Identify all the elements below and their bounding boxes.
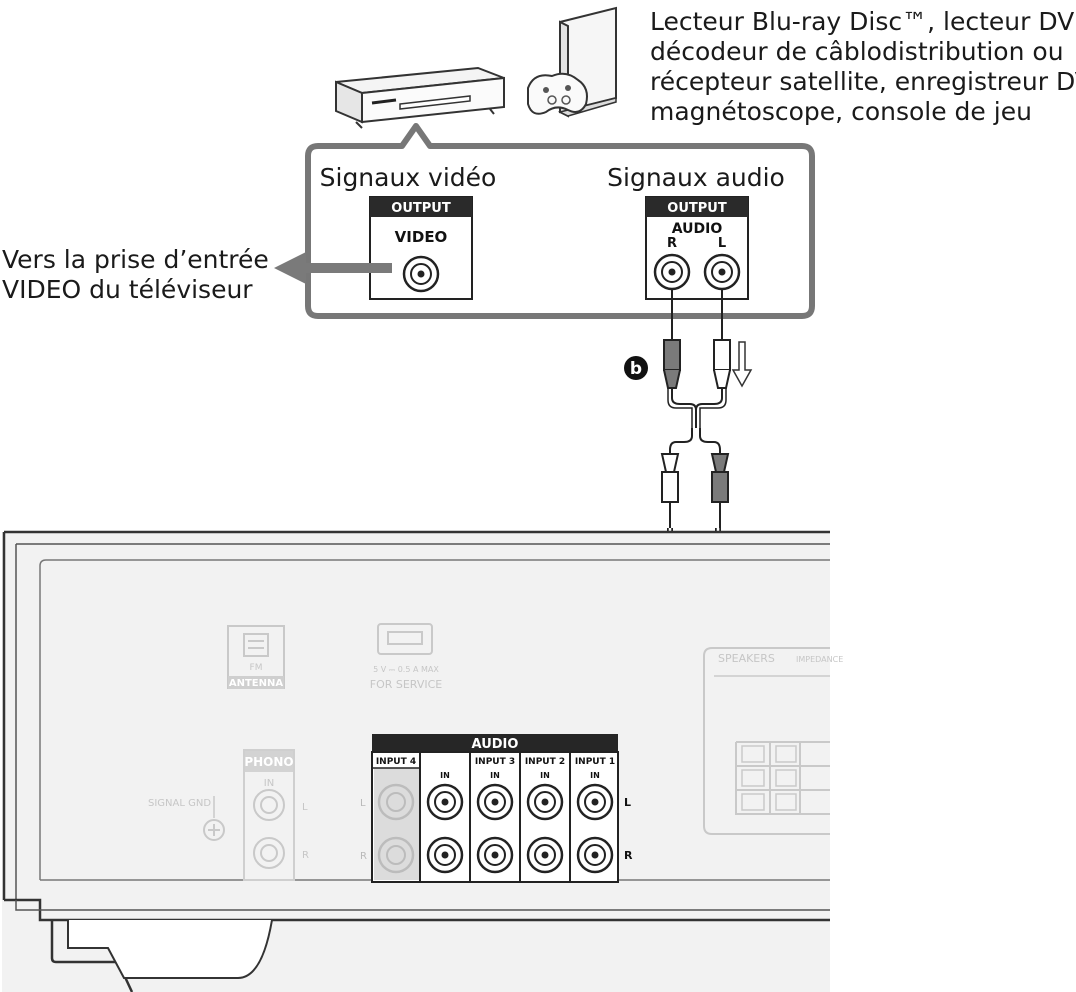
game-console-illustration: [527, 6, 617, 118]
insert-direction-arrow-icon: [731, 341, 753, 388]
audio-output-jack-r: [653, 253, 691, 291]
video-signals-heading: Signaux vidéo: [320, 163, 497, 192]
audio-inputs-block: AUDIO INPUT 4 INPUT 3 INPUT 2 INPUT 1 IN…: [360, 734, 633, 883]
audio-signals-heading: Signaux audio: [607, 163, 785, 192]
usb-rating-label: 5 V ⎓ 0.5 A MAX: [373, 665, 439, 674]
signal-gnd-label: SIGNAL GND: [148, 798, 211, 809]
cable-marker-b: b: [624, 356, 648, 380]
input-1-in-label: IN: [590, 771, 600, 780]
phono-label: PHONO: [244, 755, 293, 769]
tv-arrow-caption-line-2: VIDEO du téléviseur: [2, 275, 253, 304]
signal-ground-terminal: SIGNAL GND: [148, 796, 225, 841]
speakers-terminal-block: SPEAKERS IMPEDANCE: [703, 647, 843, 835]
input-1-label: INPUT 1: [575, 757, 615, 767]
usb-service-label: FOR SERVICE: [370, 678, 443, 691]
input-3-in-label: IN: [490, 771, 500, 780]
phono-in-label: IN: [264, 778, 274, 789]
device-caption-line-3: récepteur satellite, enregistreur DVD,: [650, 67, 1076, 96]
audio-side-l-label: L: [360, 798, 366, 809]
fm-antenna-terminal: FM ANTENNA: [227, 625, 285, 689]
video-output-jack-group: OUTPUT VIDEO: [369, 196, 473, 300]
audio-r-label: R: [667, 236, 677, 251]
usb-service-port: 5 V ⎓ 0.5 A MAX FOR SERVICE: [370, 623, 443, 691]
audio-output-label: OUTPUT: [667, 201, 727, 216]
audio-inputs-header: AUDIO: [472, 737, 519, 752]
phono-input-block: PHONO IN L R: [243, 749, 309, 881]
audio-side-r-label: R: [360, 851, 367, 862]
input-4-label: INPUT 4: [376, 757, 416, 767]
tv-direction-arrow: [274, 252, 392, 284]
phono-r-label: R: [302, 850, 309, 861]
device-caption-line-2: décodeur de câblodistribution ou: [650, 37, 1064, 66]
svg-text:b: b: [630, 359, 642, 379]
input-4-in-label: IN: [440, 771, 450, 780]
device-caption-line-1: Lecteur Blu-ray Disc™, lecteur DVD,: [650, 7, 1076, 36]
device-caption: Lecteur Blu-ray Disc™, lecteur DVD, déco…: [650, 7, 1076, 126]
audio-row-r-label: R: [624, 849, 633, 862]
blu-ray-player-illustration: [335, 66, 505, 129]
antenna-fm-label: FM: [250, 663, 263, 673]
audio-output-jack-group: OUTPUT AUDIO R L: [645, 196, 749, 300]
antenna-label: ANTENNA: [229, 678, 283, 689]
video-jack-label: VIDEO: [395, 228, 448, 246]
audio-output-jack-l: [703, 253, 741, 291]
audio-input-jack-r: [426, 836, 614, 874]
audio-jack-label: AUDIO: [672, 221, 723, 237]
audio-input-jack-l: [426, 783, 614, 821]
tv-arrow-caption-line-1: Vers la prise d’entrée: [2, 245, 269, 274]
audio-row-l-label: L: [624, 796, 631, 809]
input-2-in-label: IN: [540, 771, 550, 780]
video-output-label: OUTPUT: [391, 201, 451, 216]
input-2-label: INPUT 2: [525, 757, 565, 767]
phono-l-label: L: [302, 802, 308, 813]
video-output-jack: [402, 255, 440, 293]
speakers-label: SPEAKERS: [718, 652, 775, 665]
speakers-impedance-label: IMPEDANCE: [796, 655, 843, 664]
device-caption-line-4: magnétoscope, console de jeu: [650, 97, 1032, 126]
audio-l-label: L: [718, 236, 726, 251]
input-3-label: INPUT 3: [475, 757, 515, 767]
